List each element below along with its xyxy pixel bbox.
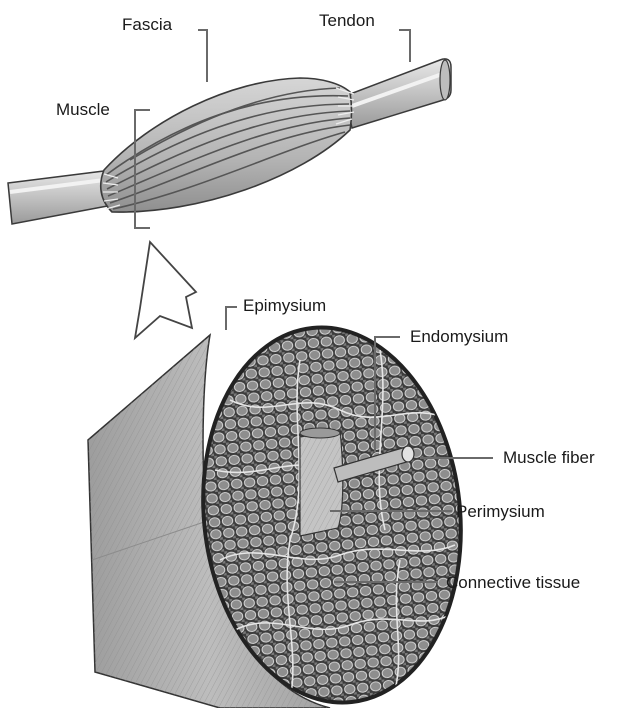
- fascia-leader: [198, 30, 207, 82]
- whole-muscle-illustration: [8, 59, 451, 224]
- muscle-label: Muscle: [56, 100, 110, 119]
- tendon-leader: [399, 30, 410, 62]
- right-tendon: [345, 59, 451, 128]
- fascia-label: Fascia: [122, 15, 173, 34]
- connective-tissue-label: Connective tissue: [446, 573, 580, 592]
- tendon-label: Tendon: [319, 11, 375, 30]
- endomysium-label: Endomysium: [410, 327, 508, 346]
- epimysium-leader: [226, 307, 237, 330]
- muscle-fiber-label: Muscle fiber: [503, 448, 595, 467]
- perimysium-label: Perimysium: [456, 502, 545, 521]
- epimysium-label: Epimysium: [243, 296, 326, 315]
- zoom-arrow: [135, 242, 196, 338]
